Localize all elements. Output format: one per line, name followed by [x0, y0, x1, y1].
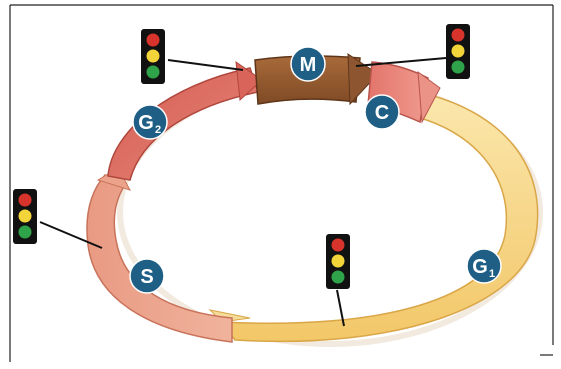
phase-label-m: M: [300, 54, 317, 76]
checkpoint-pointer-m: [355, 57, 447, 67]
phase-badge-m: M: [290, 46, 326, 82]
phase-arrow-c: [417, 70, 441, 124]
phase-subscript-g2: 2: [155, 124, 161, 136]
phase-label-g2: G: [138, 112, 154, 134]
traffic-light-icon: [326, 234, 350, 289]
traffic-light-icon: [446, 24, 470, 79]
phase-arc-g2: [107, 67, 259, 181]
phase-badge-c: C: [364, 94, 400, 130]
checkpoint-pointer-g1-s: [39, 221, 103, 249]
phase-arc-s: [86, 174, 233, 343]
checkpoint-pointer-g1: [336, 289, 345, 327]
traffic-light-icon: [13, 189, 37, 244]
phase-subscript-g1: 1: [489, 268, 495, 280]
phase-arc-g1: [220, 91, 539, 343]
phase-arrow-m: [347, 53, 379, 106]
checkpoint-pointer-g2-m: [167, 59, 244, 71]
phase-badge-s: S: [129, 258, 165, 294]
phase-arrow-g2: [235, 60, 263, 102]
traffic-light-icon: [141, 29, 165, 84]
phase-badge-g2: G 2: [132, 104, 168, 140]
phase-label-c: C: [375, 102, 389, 124]
phase-label-g1: G: [472, 256, 488, 278]
phase-label-s: S: [140, 266, 153, 288]
phase-badge-g1: G 1: [466, 248, 502, 284]
